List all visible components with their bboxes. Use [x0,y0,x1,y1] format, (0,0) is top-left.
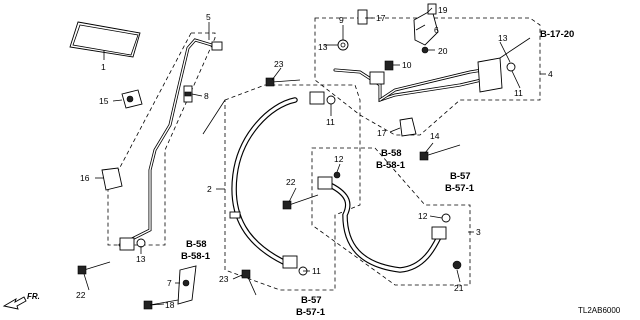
callout-21: 21 [454,283,464,293]
callout-14: 14 [430,131,440,141]
group-outline-5 [107,32,216,246]
callout-18: 18 [165,300,175,310]
callout-13-left: 13 [136,254,146,264]
callout-22-left: 22 [76,290,86,300]
part-17-valve-lower [399,117,417,137]
ref-b-57-1-right: B-57-1 [445,183,475,194]
group-outline-4 [314,17,541,136]
callout-23-bottom: 23 [219,274,229,284]
callout-4: 4 [548,69,553,79]
callout-9: 9 [339,15,344,25]
part-9-fitting [337,39,349,51]
diagram-code: TL2AB6000 [578,306,621,315]
ref-b-57-1-bottom: B-57-1 [296,307,326,318]
callout-12-top: 12 [334,154,344,164]
part-1-pad [69,21,141,58]
part-4-pipe [333,57,516,103]
part-19-cap [427,3,437,15]
ref-b-58-1-left: B-58-1 [181,251,211,262]
part-21-fitting [452,260,462,270]
callout-8: 8 [204,91,209,101]
leader-lines [83,7,546,306]
callout-12-right: 12 [418,211,428,221]
part-15-clamp [121,89,143,109]
part-23-bolt-bottom [241,269,257,296]
callout-3: 3 [476,227,481,237]
callout-16: 16 [80,173,90,183]
part-5-pipe [118,38,223,251]
callout-11-bottom: 11 [312,266,321,276]
callout-13-right: 13 [498,33,508,43]
part-17-valve-top [357,9,368,25]
callout-6: 6 [434,25,439,35]
ref-b-57-right: B-57 [450,171,471,182]
front-direction-arrow [2,296,27,310]
callout-2: 2 [207,184,212,194]
callout-20: 20 [438,46,448,56]
callout-1: 1 [101,62,106,72]
part-7-bracket [177,265,197,305]
ref-b-57-bottom: B-57 [301,295,322,306]
callout-11-mid: 11 [326,117,335,127]
direction-label: FR. [27,292,40,301]
callout-22-mid: 22 [286,177,296,187]
ref-b-58-1-mid: B-58-1 [376,160,406,171]
callout-11-right: 11 [514,88,523,98]
callout-23-top: 23 [274,59,284,69]
callout-15: 15 [99,96,109,106]
callout-13-top: 13 [318,42,328,52]
part-2-hose [229,91,336,276]
part-16-bracket [101,167,123,191]
ref-b-17-20: B-17-20 [540,29,574,40]
part-22-bolt-left [77,261,111,275]
ref-b-58-left: B-58 [186,239,207,250]
part-3-hose [317,171,451,273]
ref-b-58-mid: B-58 [381,148,402,159]
part-10-cap [384,60,394,71]
part-8-sensor [183,85,193,103]
callout-17-top: 17 [376,13,386,23]
part-20-bolt [421,46,429,54]
callout-17-lower: 17 [377,128,387,138]
callout-7: 7 [167,278,172,288]
part-14-bolt [419,144,461,161]
callout-5: 5 [206,12,211,22]
callout-19: 19 [438,5,448,15]
part-22-bolt-mid [282,194,319,210]
callout-10: 10 [402,60,412,70]
part-23-bolt-top [265,77,301,87]
